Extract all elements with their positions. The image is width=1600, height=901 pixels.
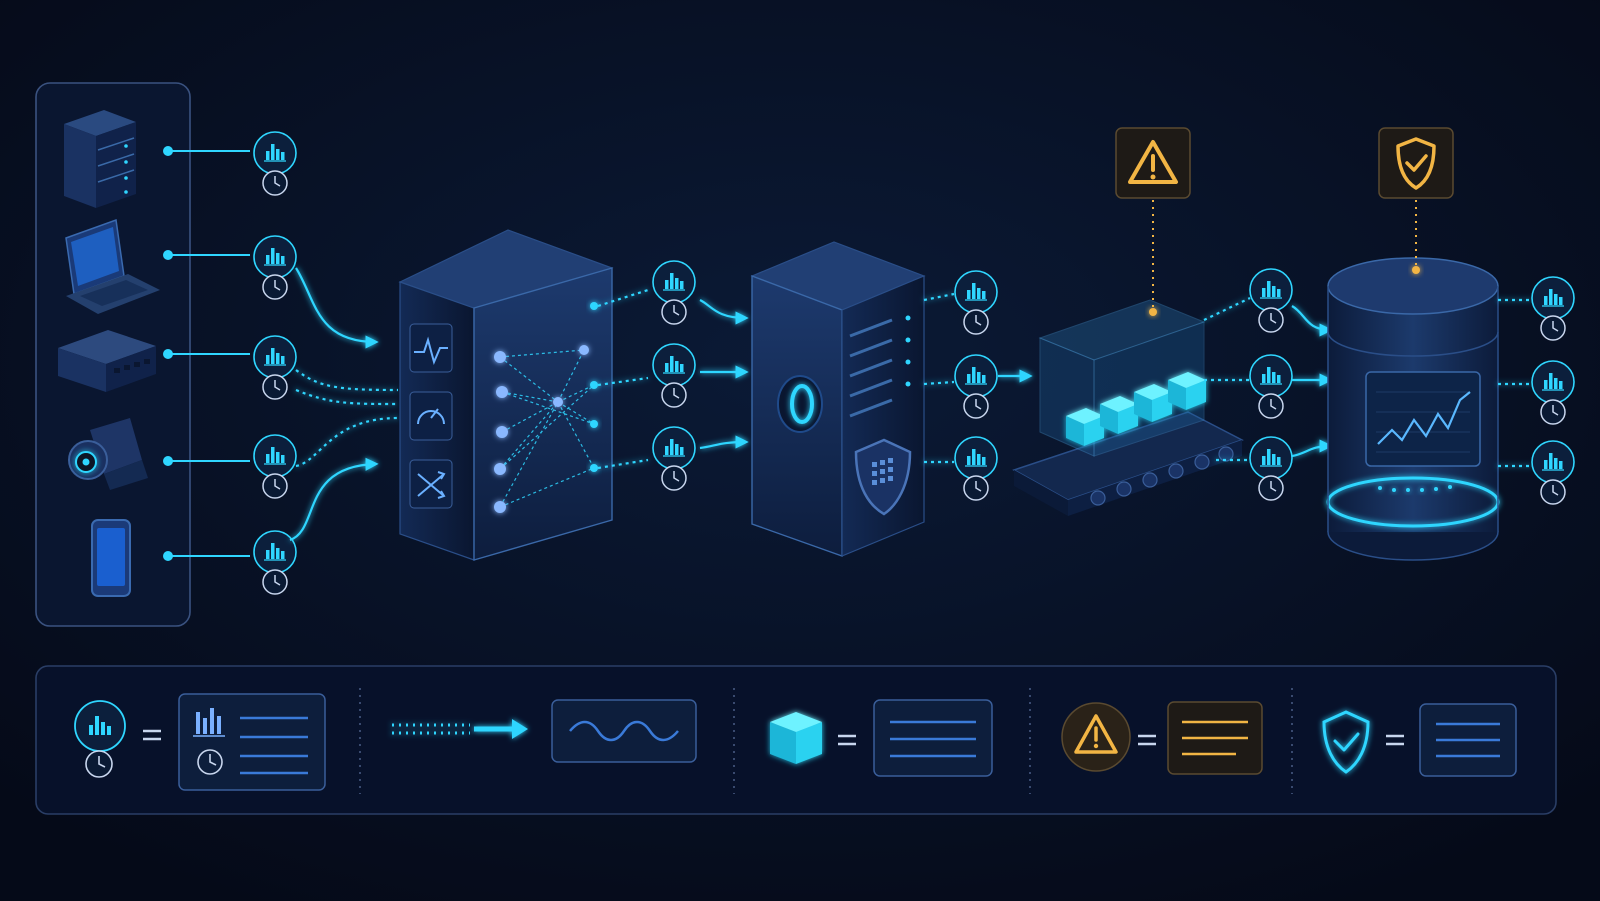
- pulse-icon: [409, 323, 453, 373]
- orange-lines-card: [1167, 701, 1263, 775]
- stream-lines-3: [923, 292, 1033, 464]
- router-icon: [58, 330, 156, 392]
- phone-icon: [91, 519, 131, 597]
- stream-lines-2: [597, 288, 749, 470]
- metric-card: [178, 693, 326, 791]
- chart-icon: [1365, 371, 1481, 467]
- shield-grid-icon: [854, 438, 912, 516]
- stream-lines-4: [1203, 297, 1333, 462]
- neural-network-icon: [494, 302, 598, 513]
- wave-card: [551, 699, 697, 763]
- queue-conveyor: [1012, 127, 1244, 516]
- legend-timestamped-metric: [74, 693, 326, 791]
- gauge-icon: [409, 391, 453, 441]
- warning-icon: [1115, 127, 1191, 199]
- ingestion-processor: [398, 229, 614, 561]
- laptop-icon: [65, 218, 160, 314]
- lines-card: [1419, 703, 1517, 777]
- shuffle-icon: [409, 459, 453, 509]
- security-gateway: [750, 241, 926, 557]
- source-links: [163, 146, 250, 561]
- vent-lines: [849, 318, 893, 418]
- shield-check-icon: [1378, 127, 1454, 199]
- ring-icon: [777, 375, 823, 433]
- dotted-arrow-icon: [392, 719, 528, 739]
- cube-icon: [770, 712, 822, 764]
- lines-card: [873, 699, 993, 777]
- legend-warning-alert: [1061, 701, 1263, 775]
- warning-icon: [1061, 702, 1131, 772]
- legend-data-packet: [770, 699, 993, 777]
- database-store: [1326, 127, 1500, 561]
- cube-icon: [1066, 372, 1206, 446]
- camera-icon: [68, 418, 148, 490]
- legend-secured: [1322, 703, 1517, 777]
- server-icon: [64, 110, 136, 208]
- metric-clock-icon: [74, 700, 126, 778]
- legend-data-stream: [392, 699, 697, 763]
- stream-lines-1: [289, 267, 399, 542]
- stream-lines-5: [1498, 298, 1534, 468]
- shield-check-icon: [1322, 710, 1370, 774]
